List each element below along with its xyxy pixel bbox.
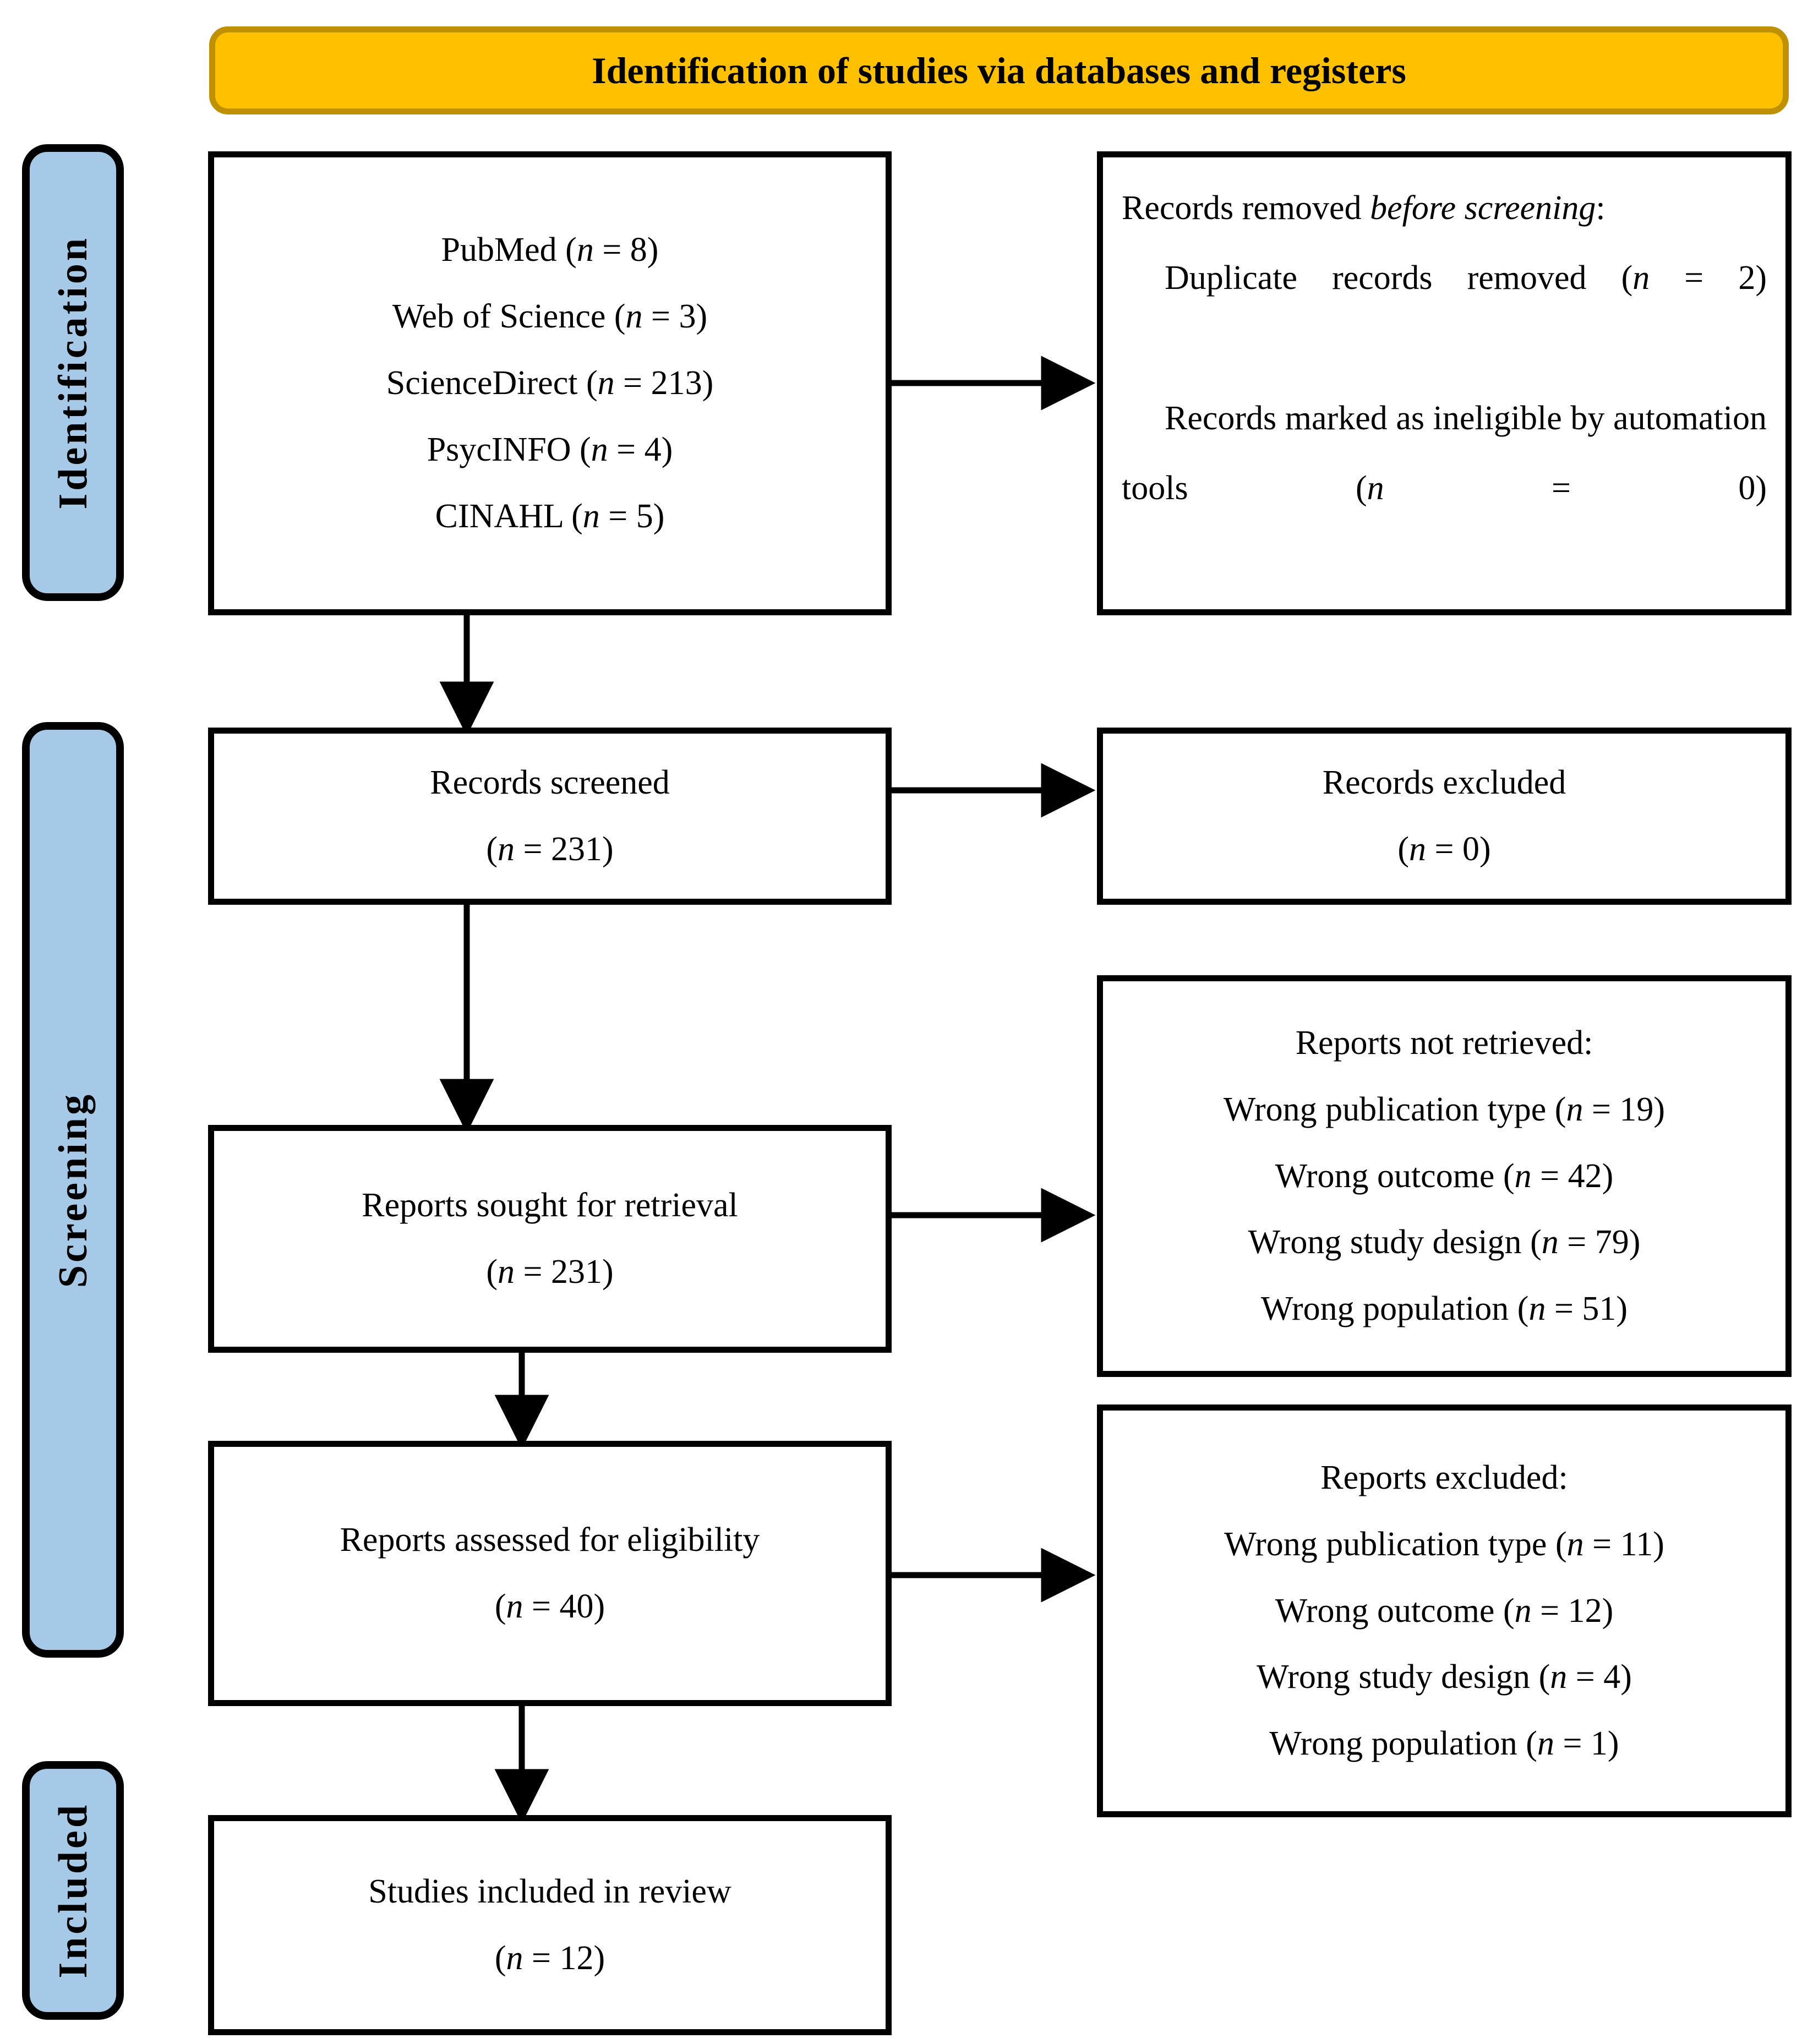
not-retrieved-item: Wrong outcome (n = 42) <box>1275 1157 1614 1195</box>
excluded-item: Wrong outcome (n = 12) <box>1275 1592 1614 1630</box>
box-records-removed-before-screening: Records removed before screening: Duplic… <box>1097 151 1792 615</box>
source-line: ScienceDirect (n = 213) <box>386 364 714 402</box>
excluded-heading: Reports excluded: <box>1320 1458 1568 1496</box>
box-count: (n = 0) <box>1397 830 1491 868</box>
phase-included: Included <box>22 1761 124 2020</box>
box-studies-included-in-review: Studies included in review (n = 12) <box>208 1815 892 2035</box>
removed-heading: Records removed before screening: <box>1122 189 1606 227</box>
box-reports-sought-for-retrieval: Reports sought for retrieval (n = 231) <box>208 1125 892 1353</box>
source-line: PsycINFO (n = 4) <box>427 430 673 468</box>
box-title: Records excluded <box>1322 764 1566 802</box>
source-line: Web of Science (n = 3) <box>392 298 708 336</box>
banner-title: Identification of studies via databases … <box>592 49 1406 91</box>
phase-included-label: Included <box>50 1802 96 1979</box>
not-retrieved-item: Wrong study design (n = 79) <box>1248 1223 1641 1261</box>
phase-identification-label: Identification <box>50 236 96 510</box>
excluded-item: Wrong publication type (n = 11) <box>1224 1525 1664 1563</box>
box-title: Studies included in review <box>368 1873 731 1911</box>
box-records-screened: Records screened (n = 231) <box>208 728 892 905</box>
box-title: Reports sought for retrieval <box>362 1187 738 1225</box>
excluded-item: Wrong study design (n = 4) <box>1257 1658 1632 1696</box>
box-count: (n = 40) <box>494 1588 605 1625</box>
box-reports-assessed-for-eligibility: Reports assessed for eligibility (n = 40… <box>208 1441 892 1706</box>
box-count: (n = 231) <box>486 1253 614 1291</box>
box-records-identified: PubMed (n = 8) Web of Science (n = 3) Sc… <box>208 151 892 615</box>
not-retrieved-item: Wrong population (n = 51) <box>1260 1290 1628 1328</box>
removed-item: Records marked as ineligible by automati… <box>1122 399 1767 507</box>
box-title: Reports assessed for eligibility <box>340 1521 760 1559</box>
banner-identification: Identification of studies via databases … <box>209 26 1789 114</box>
phase-screening-label: Screening <box>50 1091 96 1288</box>
removed-item: Duplicate records removed (n = 2) <box>1165 259 1767 297</box>
not-retrieved-heading: Reports not retrieved: <box>1295 1024 1593 1062</box>
source-line: CINAHL (n = 5) <box>435 497 665 535</box>
excluded-item: Wrong population (n = 1) <box>1269 1725 1619 1763</box>
box-records-excluded: Records excluded (n = 0) <box>1097 728 1792 905</box>
box-count: (n = 231) <box>486 830 614 868</box>
box-reports-not-retrieved: Reports not retrieved: Wrong publication… <box>1097 975 1792 1377</box>
box-title: Records screened <box>430 764 670 802</box>
phase-identification: Identification <box>22 144 124 601</box>
box-count: (n = 12) <box>494 1939 605 1977</box>
source-line: PubMed (n = 8) <box>441 231 659 269</box>
phase-screening: Screening <box>22 722 124 1658</box>
box-reports-excluded: Reports excluded: Wrong publication type… <box>1097 1404 1792 1817</box>
not-retrieved-item: Wrong publication type (n = 19) <box>1223 1090 1665 1128</box>
